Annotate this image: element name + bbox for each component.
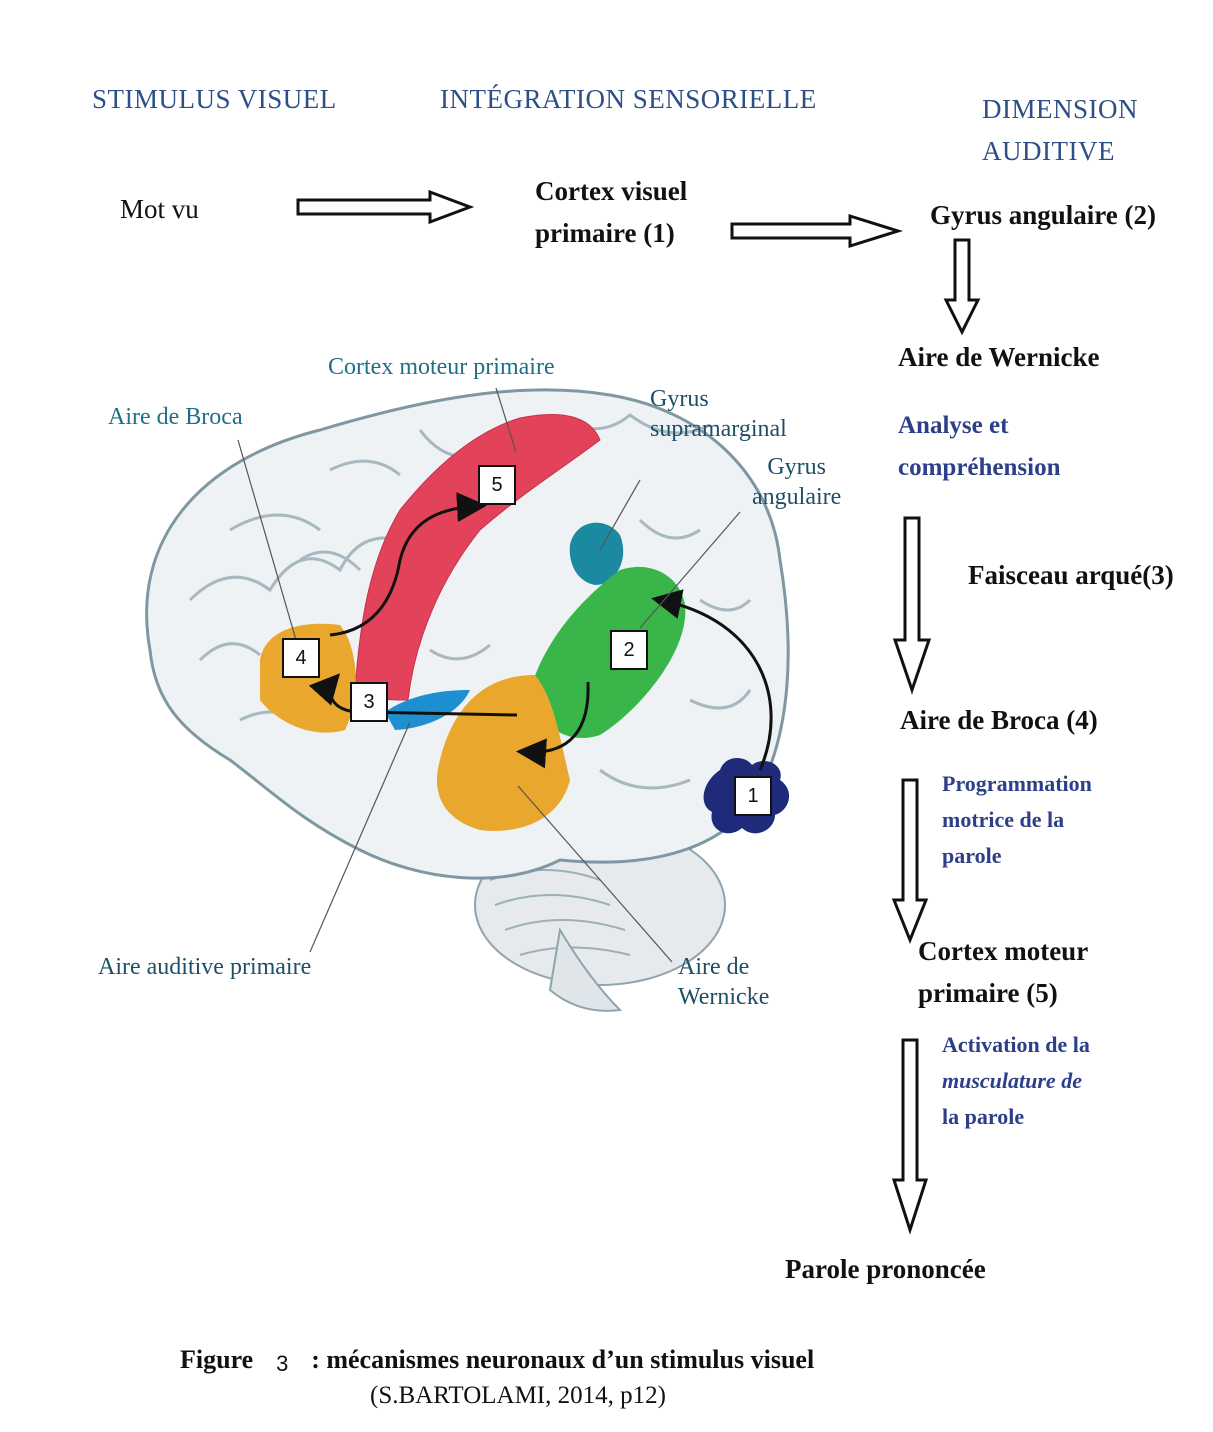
label-gyrus-supra-line2: supramarginal: [650, 414, 787, 444]
node-activation-musculature: Activation de la musculature de la parol…: [942, 1027, 1090, 1135]
header-dimension-line2: AUDITIVE: [982, 130, 1138, 172]
number-box-3: 3: [350, 682, 388, 722]
node-activation-line1: Activation de la: [942, 1027, 1090, 1063]
label-gyrus-ang-line2: angulaire: [752, 482, 841, 512]
node-aire-broca: Aire de Broca (4): [900, 705, 1098, 736]
node-activation-line3: la parole: [942, 1099, 1090, 1135]
label-wernicke-line2: Wernicke: [678, 982, 769, 1012]
arrow-mot-to-cortex: [298, 192, 470, 222]
arrow-gyrus-to-wernicke: [946, 240, 978, 332]
header-stimulus-visuel: STIMULUS VISUEL: [92, 84, 337, 115]
node-programmation-line1: Programmation: [942, 766, 1092, 802]
label-cortex-moteur-primaire: Cortex moteur primaire: [328, 354, 555, 381]
caption-title: : mécanismes neuronaux d’un stimulus vis…: [311, 1345, 814, 1375]
node-faisceau-arque: Faisceau arqué(3): [968, 560, 1174, 591]
node-cortex-visuel-line2: primaire (1): [535, 212, 687, 254]
node-programmation-motrice: Programmation motrice de la parole: [942, 766, 1092, 874]
node-cortex-visuel: Cortex visuel primaire (1): [535, 170, 687, 254]
number-box-5: 5: [478, 465, 516, 505]
number-box-4: 4: [282, 638, 320, 678]
node-gyrus-angulaire: Gyrus angulaire (2): [930, 200, 1156, 231]
brain-illustration: [147, 388, 789, 1011]
node-parole-prononcee: Parole prononcée: [785, 1254, 986, 1285]
node-cortex-moteur-line1: Cortex moteur: [918, 930, 1088, 972]
node-mot-vu: Mot vu: [120, 194, 199, 225]
arrow-moteur-to-parole: [894, 1040, 926, 1230]
arrow-broca-to-moteur: [894, 780, 926, 940]
label-gyrus-ang-line1: Gyrus: [752, 452, 841, 482]
arrow-cortex-to-gyrus: [732, 216, 898, 246]
node-analyse-line2: compréhension: [898, 447, 1061, 489]
label-wernicke-line1: Aire de: [678, 952, 769, 982]
node-programmation-line3: parole: [942, 838, 1092, 874]
caption-source: (S.BARTOLAMI, 2014, p12): [370, 1382, 666, 1410]
caption-figure-word: Figure: [180, 1345, 253, 1375]
arrow-wernicke-to-broca: [895, 518, 929, 690]
label-aire-de-broca: Aire de Broca: [108, 404, 243, 431]
label-gyrus-angulaire: Gyrus angulaire: [752, 452, 841, 512]
node-cortex-moteur: Cortex moteur primaire (5): [918, 930, 1088, 1014]
node-analyse-comprehension: Analyse et compréhension: [898, 405, 1061, 489]
node-activation-line2: musculature de: [942, 1063, 1090, 1099]
caption-figure-number: 3: [259, 1340, 305, 1380]
number-box-2: 2: [610, 630, 648, 670]
header-integration-sensorielle: INTÉGRATION SENSORIELLE: [440, 84, 817, 115]
label-aire-de-wernicke: Aire de Wernicke: [678, 952, 769, 1012]
label-gyrus-supra-line1: Gyrus: [650, 384, 787, 414]
node-aire-wernicke: Aire de Wernicke: [898, 342, 1099, 373]
node-cortex-visuel-line1: Cortex visuel: [535, 170, 687, 212]
header-dimension-auditive: DIMENSION AUDITIVE: [982, 88, 1138, 172]
figure-caption: Figure 3 : mécanismes neuronaux d’un sti…: [180, 1340, 814, 1380]
node-analyse-line1: Analyse et: [898, 405, 1061, 447]
node-cortex-moteur-line2: primaire (5): [918, 972, 1088, 1014]
label-aire-auditive-primaire: Aire auditive primaire: [98, 954, 311, 981]
header-dimension-line1: DIMENSION: [982, 88, 1138, 130]
label-gyrus-supramarginal: Gyrus supramarginal: [650, 384, 787, 444]
number-box-1: 1: [734, 776, 772, 816]
node-programmation-line2: motrice de la: [942, 802, 1092, 838]
